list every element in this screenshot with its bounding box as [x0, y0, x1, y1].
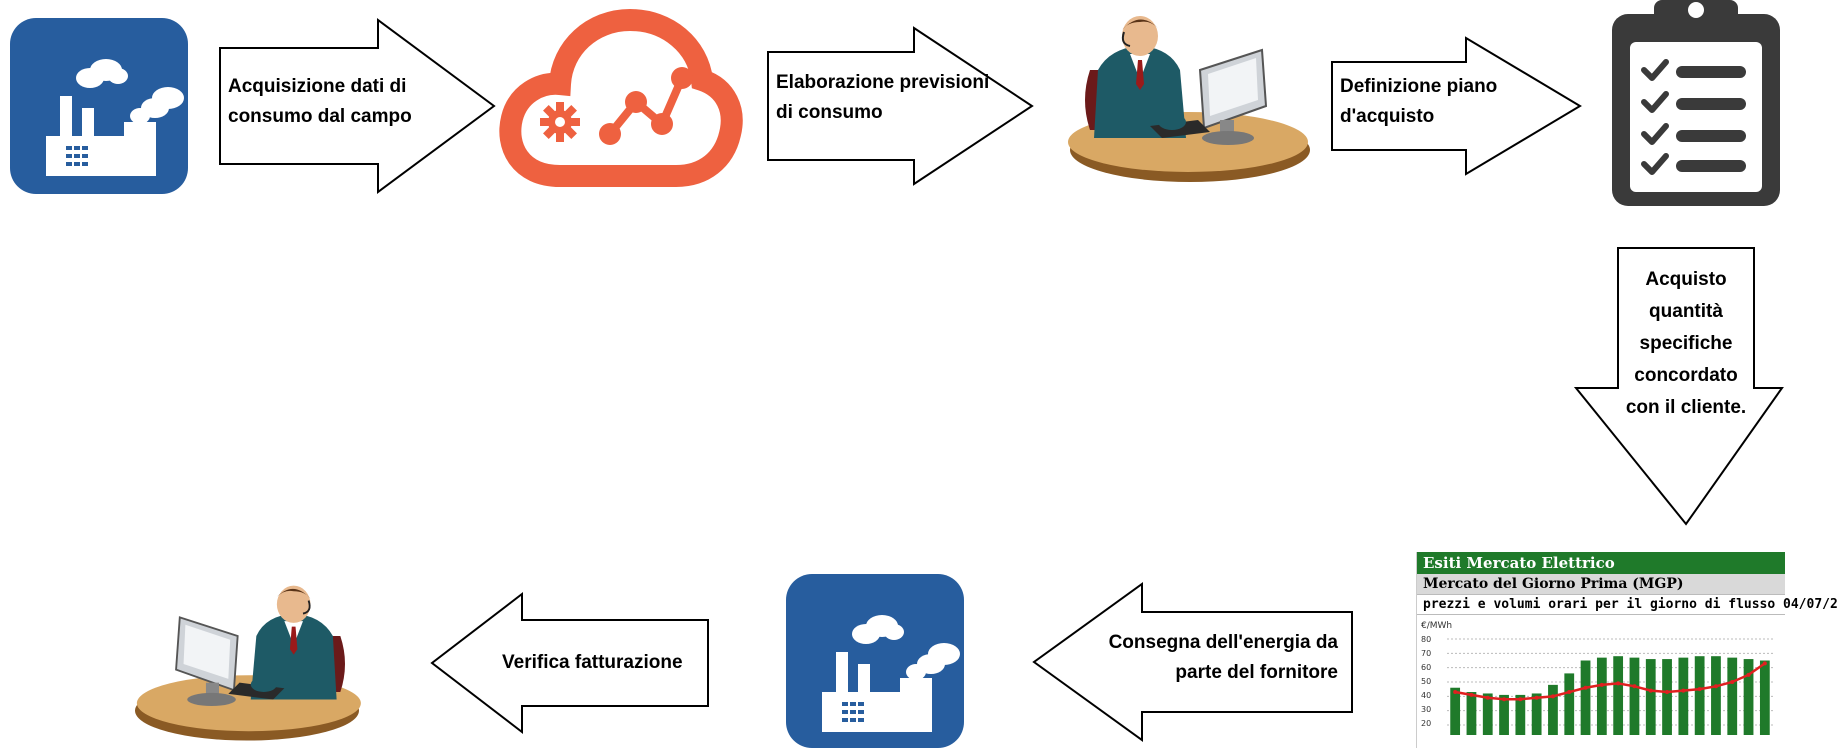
- price-point: [1762, 661, 1767, 666]
- step-elaborazione-label: Elaborazione previsioni di consumo: [776, 72, 990, 124]
- y-tick: 70: [1421, 649, 1432, 658]
- price-point: [1713, 684, 1718, 689]
- price-point: [1583, 685, 1588, 690]
- bar: [1548, 684, 1558, 735]
- bar: [1580, 660, 1591, 735]
- bar: [1531, 693, 1542, 735]
- price-point: [1697, 687, 1702, 692]
- arrow-elaborazione: Elaborazione previsioni di consumo: [766, 26, 1036, 186]
- price-point: [1746, 672, 1751, 677]
- price-point: [1730, 680, 1735, 684]
- bar: [1678, 657, 1689, 735]
- bar: [1613, 656, 1624, 735]
- price-point: [1534, 695, 1539, 700]
- step-definizione-label: Definizione piano d'acquisto: [1340, 76, 1498, 128]
- bar: [1759, 660, 1770, 735]
- price-point: [1502, 697, 1507, 702]
- bar: [1727, 657, 1738, 735]
- price-point: [1485, 695, 1490, 700]
- mini-chart-plot: [1447, 638, 1773, 735]
- arrow-acquisizione: Acquisizione dati di consumo dal campo: [218, 18, 498, 194]
- price-point: [1518, 697, 1523, 702]
- chart-subtitle: Mercato del Giorno Prima (MGP): [1417, 574, 1785, 595]
- chart-caption: prezzi e volumi orari per il giorno di f…: [1417, 595, 1838, 615]
- price-point: [1681, 688, 1686, 693]
- step-verifica-label: Verifica fatturazione: [502, 652, 683, 673]
- bar: [1629, 657, 1640, 735]
- operator-icon: [1050, 10, 1310, 190]
- price-point: [1567, 690, 1572, 695]
- factory-icon: [10, 18, 188, 194]
- price-point: [1453, 690, 1458, 695]
- bar: [1662, 659, 1672, 735]
- bar: [1645, 659, 1656, 735]
- clipboard-checklist-icon: [1610, 0, 1784, 210]
- price-line: [1454, 662, 1766, 701]
- arrow-verifica: Verifica fatturazione: [430, 591, 712, 735]
- operator-icon: [135, 580, 386, 748]
- y-tick: 20: [1421, 719, 1432, 728]
- bar: [1515, 694, 1526, 735]
- bar: [1499, 694, 1509, 735]
- y-tick: 30: [1421, 705, 1432, 714]
- price-point: [1616, 681, 1621, 686]
- y-unit: €/MWh: [1421, 621, 1453, 631]
- price-point: [1632, 684, 1637, 689]
- bar: [1743, 659, 1754, 735]
- y-tick: 80: [1421, 635, 1432, 644]
- step-acquisizione-label: Acquisizione dati di consumo dal campo: [228, 76, 412, 128]
- factory-icon: [786, 574, 964, 748]
- bar: [1450, 687, 1461, 735]
- y-tick: 60: [1421, 663, 1432, 672]
- arrow-definizione: Definizione piano d'acquisto: [1330, 36, 1584, 176]
- arrow-acquisto: Acquisto quantità specifiche concordato …: [1573, 246, 1784, 526]
- bar: [1694, 656, 1705, 735]
- cloud-analytics-icon: [499, 6, 743, 187]
- arrow-consegna: Consegna dell'energia da parte del forni…: [1032, 582, 1354, 742]
- step-acquisto-label: Acquisto quantità specifiche concordato …: [1625, 269, 1747, 418]
- bar: [1482, 693, 1493, 735]
- y-tick: 50: [1421, 677, 1432, 686]
- price-point: [1648, 688, 1653, 693]
- bar: [1596, 657, 1607, 735]
- price-point: [1599, 682, 1604, 687]
- bar: [1564, 673, 1575, 735]
- chart-title: Esiti Mercato Elettrico: [1417, 552, 1785, 574]
- market-chart: Esiti Mercato Elettrico Mercato del Gior…: [1416, 552, 1838, 748]
- bar: [1711, 656, 1721, 735]
- price-point: [1665, 690, 1670, 695]
- step-consegna-label: Consegna dell'energia da parte del forni…: [1108, 632, 1338, 684]
- price-point: [1550, 694, 1555, 699]
- y-tick: 40: [1421, 691, 1432, 700]
- bar: [1466, 692, 1477, 735]
- price-point: [1469, 692, 1474, 697]
